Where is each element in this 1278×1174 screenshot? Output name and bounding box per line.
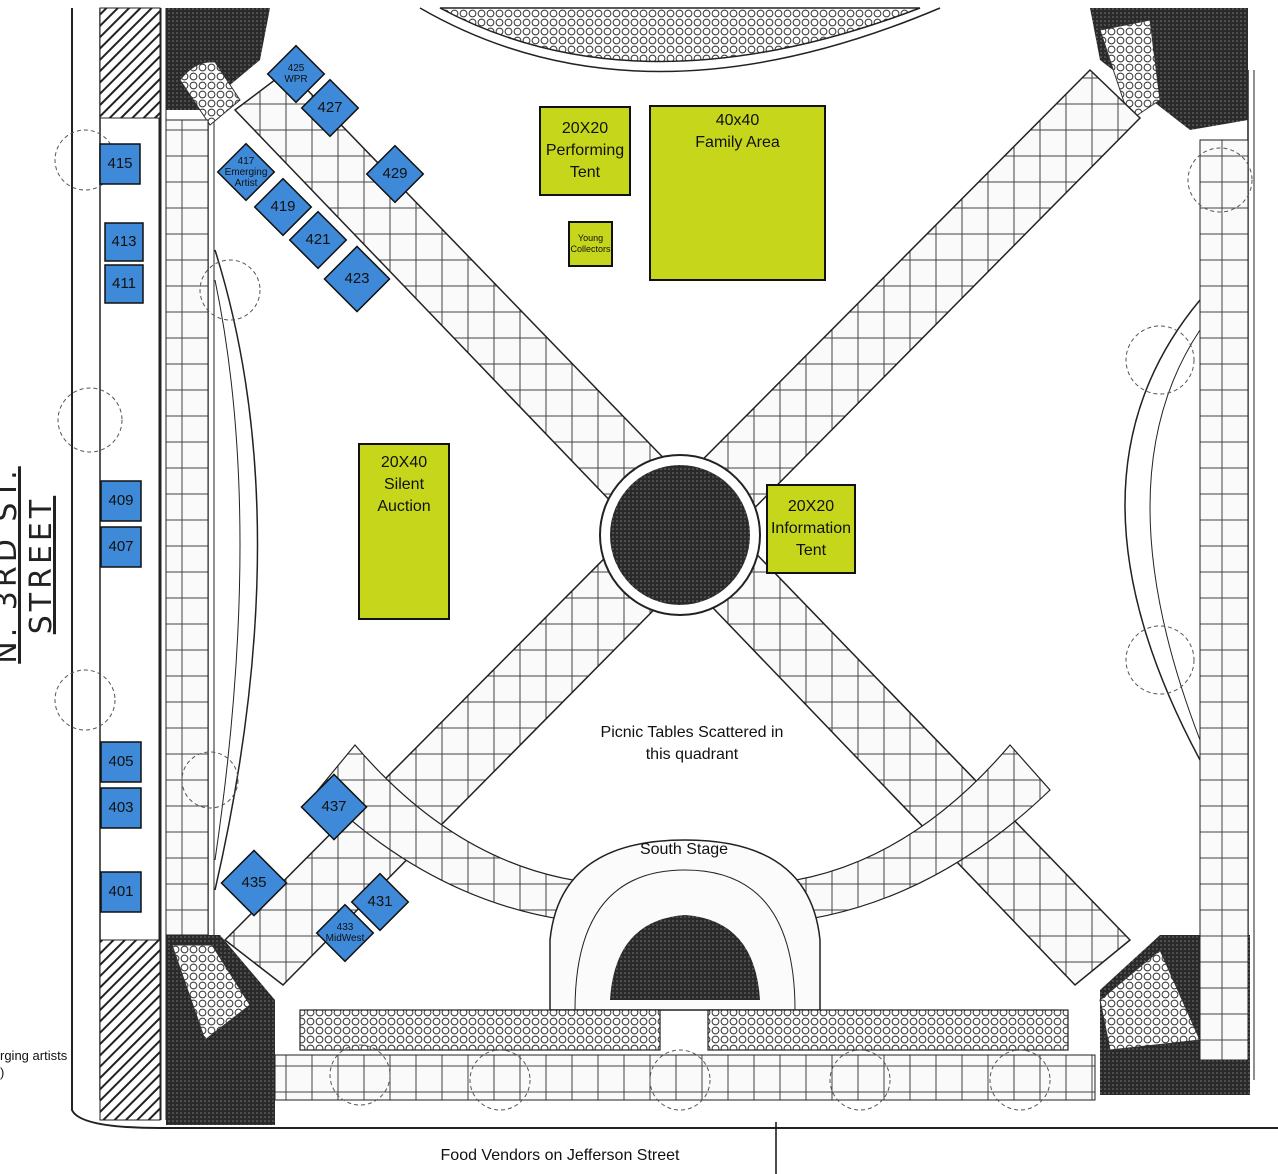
- booth-407: [100, 526, 142, 568]
- booth-433: [315, 903, 375, 963]
- booth-label-411: 411: [112, 275, 136, 292]
- booth-415: [99, 143, 141, 185]
- booth-label-437: 437: [321, 798, 347, 815]
- booth-437: [300, 773, 368, 841]
- north-stage: [439, 7, 921, 63]
- area-family-area: [649, 105, 826, 281]
- booth-label-435: 435: [241, 874, 267, 891]
- area-label-silent-auction: 20X40 Silent Auction: [377, 454, 431, 515]
- booth-label-429: 429: [382, 165, 408, 182]
- booth-label-431: 431: [367, 893, 393, 910]
- booth-405: [100, 741, 142, 783]
- booth-411: [104, 264, 144, 304]
- area-silent-auction: [358, 443, 450, 620]
- site-boundary: [71, 8, 1278, 1129]
- street-label: N. 3RD ST. STREET: [0, 466, 59, 664]
- booth-417: [216, 142, 276, 202]
- booth-label-413: 413: [111, 233, 137, 250]
- area-label-information-tent: 20X20 Information Tent: [770, 498, 852, 559]
- booth-label-415: 415: [107, 155, 133, 172]
- booth-409: [100, 480, 142, 522]
- booth-403: [100, 787, 142, 829]
- booth-label-417: 417 Emerging Artist: [224, 155, 268, 189]
- booth-429: [365, 144, 425, 204]
- booth-label-401: 401: [108, 883, 134, 900]
- booth-label-427: 427: [317, 99, 343, 116]
- area-performing-tent: [539, 106, 631, 196]
- booth-label-433: 433 MidWest: [325, 922, 365, 944]
- booth-label-421: 421: [305, 231, 331, 248]
- bottom-note: Food Vendors on Jefferson Street: [440, 1147, 680, 1164]
- booth-label-405: 405: [108, 753, 134, 770]
- booth-label-423: 423: [344, 270, 370, 287]
- booth-435: [220, 849, 288, 917]
- booth-425: [266, 44, 326, 104]
- booth-421: [288, 210, 348, 270]
- area-label-young-collectors: Young Collectors: [570, 233, 611, 254]
- booth-427: [300, 78, 360, 138]
- booth-423: [323, 245, 391, 313]
- side-note: rging artists ): [0, 1048, 68, 1080]
- booth-label-409: 409: [108, 492, 134, 509]
- area-label-family-area: 40x40 Family Area: [695, 112, 780, 151]
- booth-label-425: 425 WPR: [284, 63, 308, 85]
- booth-419: [253, 177, 313, 237]
- south-stage-label: South Stage: [639, 841, 729, 858]
- booth-label-403: 403: [108, 799, 134, 816]
- center-note: Picnic Tables Scattered in this quadrant: [600, 724, 784, 763]
- booth-431: [350, 872, 410, 932]
- area-label-performing-tent: 20X20 Performing Tent: [545, 120, 625, 181]
- area-young-collectors: [568, 221, 613, 267]
- booth-401: [100, 871, 142, 913]
- area-information-tent: [766, 484, 856, 574]
- booth-label-407: 407: [108, 538, 134, 555]
- booth-413: [104, 222, 144, 262]
- booth-label-419: 419: [270, 198, 296, 215]
